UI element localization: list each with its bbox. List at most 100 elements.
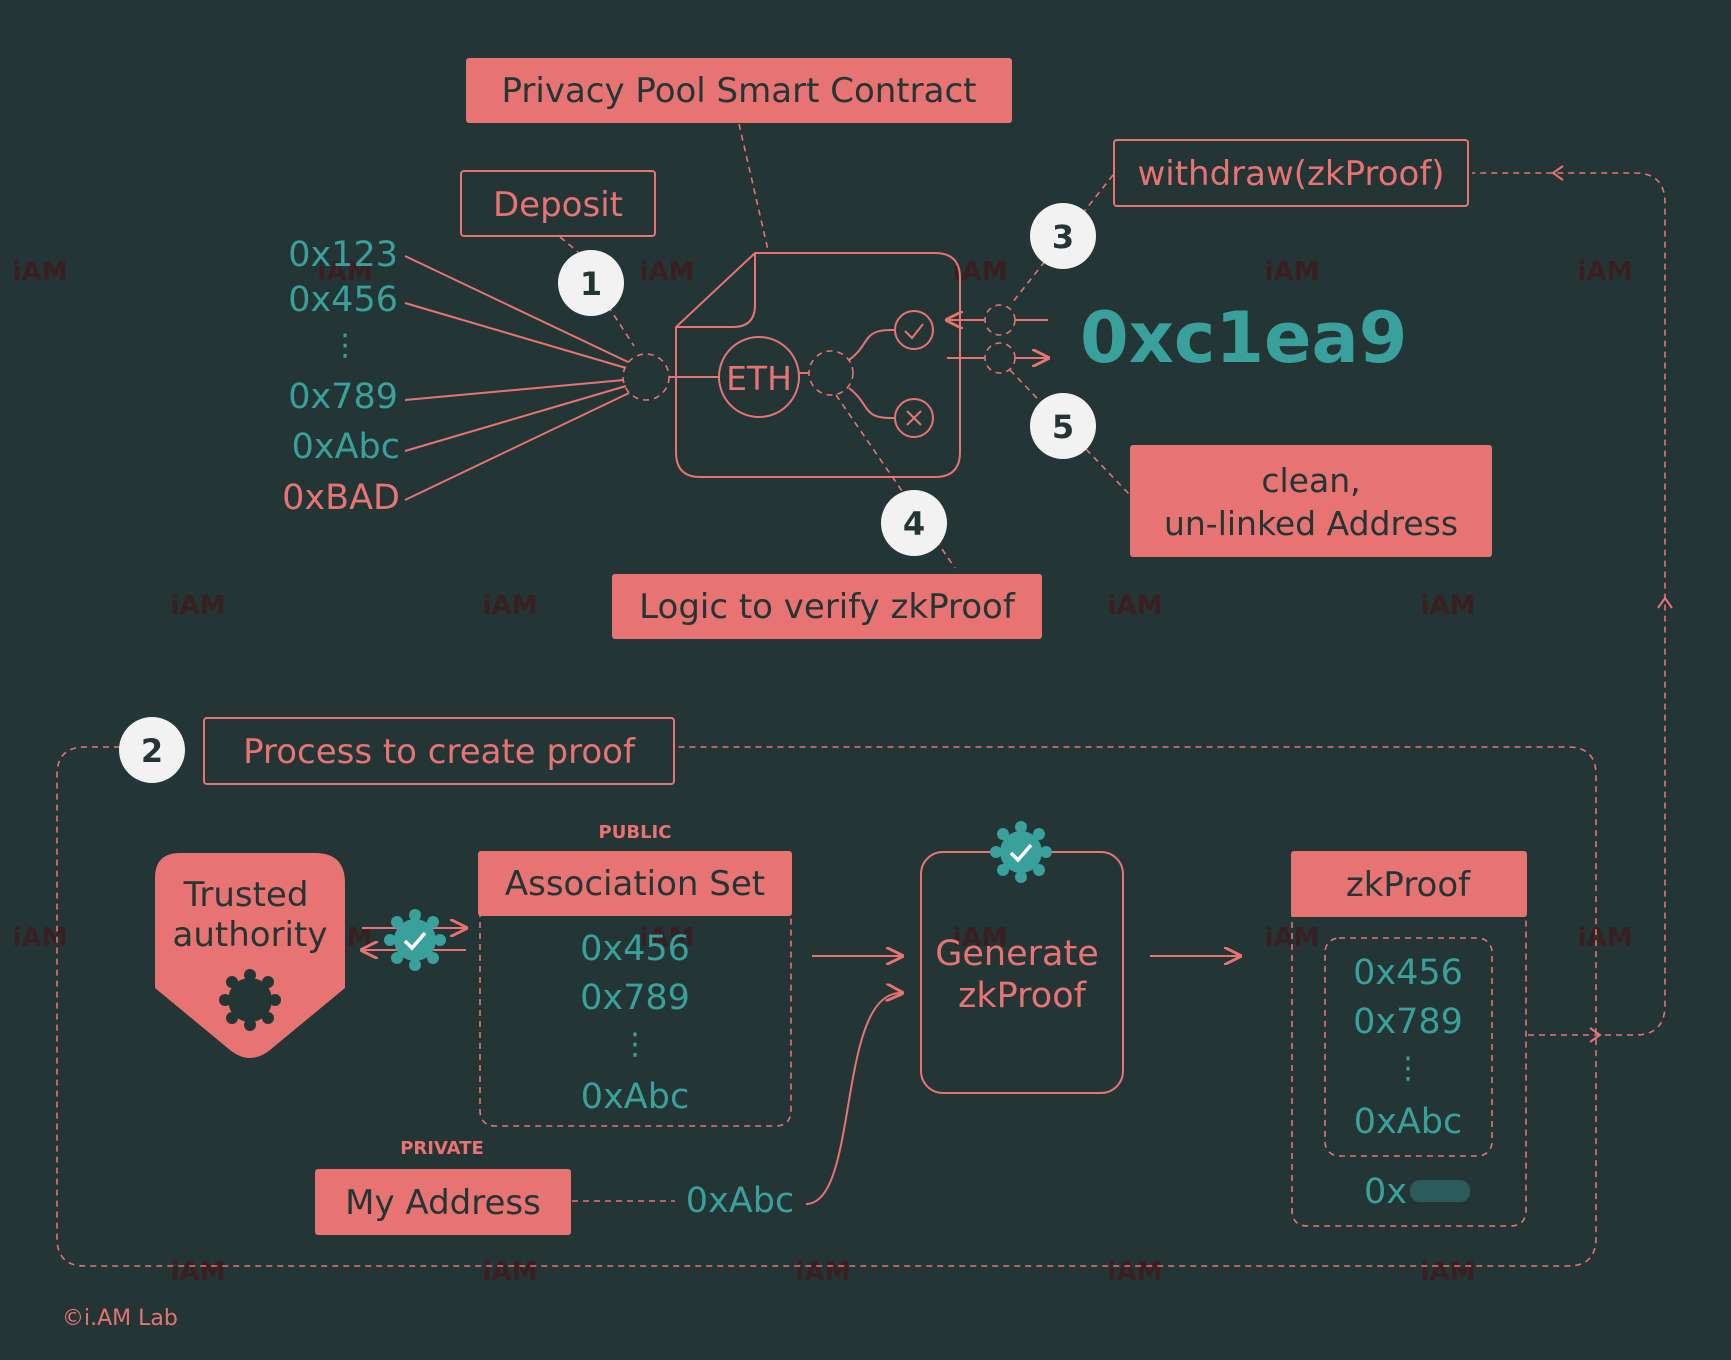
step-number-4: 4 (903, 505, 925, 543)
branch-valid (848, 329, 895, 361)
cross-icon (894, 398, 934, 438)
watermark: iAM (13, 257, 68, 287)
step-circle-3 (1030, 203, 1096, 269)
zkproof-set-frame (1324, 937, 1493, 1157)
authority-label-2: authority (173, 915, 328, 955)
step-circle-4 (881, 490, 947, 556)
deposit-leader (559, 236, 579, 253)
verify-box (612, 574, 1042, 639)
watermark: iAM (1421, 1257, 1476, 1287)
zkproof-title: zkProof (1346, 865, 1471, 905)
copyright: ©i.AM Lab (62, 1306, 178, 1331)
watermark: iAM (1578, 923, 1633, 953)
association-ellipsis: ⋮ (620, 1027, 650, 1062)
clean-label-1: clean, (1261, 461, 1360, 500)
private-tag: PRIVATE (400, 1138, 484, 1159)
deposit-lines (404, 255, 630, 501)
deposit-address: 0x123 (288, 235, 398, 275)
proof-to-withdraw-path (1472, 172, 1666, 1036)
deposit-junction (622, 353, 670, 401)
withdraw-label: withdraw(zkProof) (1137, 154, 1444, 194)
association-item: 0x456 (580, 929, 690, 969)
deposit-address: 0x456 (288, 280, 398, 320)
watermark: iAM (171, 1257, 226, 1287)
process-title-box (203, 717, 675, 785)
association-title-box (478, 851, 792, 916)
contract-title-leader (738, 123, 769, 251)
blurred-address (1410, 1180, 1470, 1202)
step-number-5: 5 (1052, 408, 1074, 446)
check-icon (894, 310, 934, 350)
watermark: iAM (171, 591, 226, 621)
verify-leader (835, 394, 956, 569)
step-circle-1 (558, 250, 624, 316)
verify-junction (808, 350, 854, 396)
clean-leader (1009, 369, 1131, 496)
zkproof-item: 0x456 (1353, 953, 1463, 993)
process-title: Process to create proof (243, 732, 636, 772)
trusted-authority-badge (155, 853, 345, 1058)
watermark: iAM (640, 923, 695, 953)
authority-seal-icon (219, 969, 281, 1031)
association-title: Association Set (505, 864, 765, 904)
my-address-value: 0xAbc (686, 1181, 794, 1221)
association-item: 0x789 (580, 978, 690, 1018)
generate-badge-icon (990, 821, 1052, 883)
watermark: iAM (483, 1257, 538, 1287)
generate-label-1: Generate (935, 934, 1098, 974)
step-circle-5 (1030, 393, 1096, 459)
zkproof-title-box (1291, 851, 1527, 917)
watermark: iAM (318, 257, 373, 287)
watermark: iAM (1578, 257, 1633, 287)
authority-label-1: Trusted (183, 875, 309, 915)
contract-document (675, 252, 961, 478)
watermarks: iAM iAM iAM iAM iAM iAM iAM iAM iAM iAM … (13, 257, 1633, 1287)
watermark: iAM (483, 591, 538, 621)
step1-leader (607, 305, 635, 347)
zkproof-item: 0x789 (1353, 1002, 1463, 1042)
zkproof-hidden-prefix: 0x (1364, 1172, 1407, 1212)
deposit-address-bad: 0xBAD (282, 478, 400, 518)
verify-label: Logic to verify zkProof (639, 587, 1016, 627)
contract-title: Privacy Pool Smart Contract (502, 71, 977, 111)
watermark: iAM (1108, 591, 1163, 621)
watermark: iAM (13, 923, 68, 953)
watermark: iAM (1421, 591, 1476, 621)
clean-address: 0xc1ea9 (1080, 297, 1407, 379)
public-tag: PUBLIC (599, 822, 672, 843)
withdraw-box (1113, 139, 1469, 207)
step-number-1: 1 (580, 265, 602, 303)
withdraw-out-node (984, 342, 1016, 374)
contract-title-box (466, 58, 1012, 123)
deposit-ellipsis: ⋮ (330, 328, 360, 363)
watermark: iAM (953, 257, 1008, 287)
watermark: iAM (1265, 257, 1320, 287)
eth-label: ETH (726, 359, 792, 398)
contract-document-fold (676, 253, 756, 328)
deposit-box (460, 170, 656, 237)
association-frame (479, 900, 792, 1127)
branch-invalid (848, 387, 895, 419)
clean-label-box (1130, 445, 1492, 557)
step-number-3: 3 (1052, 218, 1074, 256)
verified-badge-icon (384, 909, 446, 971)
deposit-addresses: 0x123 0x456 ⋮ 0x789 0xAbc 0xBAD (282, 235, 400, 518)
clean-label-2: un-linked Address (1164, 504, 1458, 543)
zkproof-item: 0xAbc (1354, 1102, 1462, 1142)
step-markers: 1 2 3 4 5 (119, 203, 1096, 783)
deposit-address: 0x789 (288, 377, 398, 417)
my-address-label: My Address (345, 1183, 541, 1223)
association-item: 0xAbc (581, 1077, 689, 1117)
watermark: iAM (796, 1257, 851, 1287)
zkproof-ellipsis: ⋮ (1393, 1051, 1423, 1086)
generate-label-2: zkProof (958, 976, 1087, 1016)
watermark: iAM (1108, 1257, 1163, 1287)
my-address-box (315, 1169, 571, 1235)
step-number-2: 2 (141, 732, 163, 770)
withdraw-in-node (984, 304, 1016, 336)
step-circle-2 (119, 717, 185, 783)
deposit-label: Deposit (493, 185, 623, 225)
deposit-address: 0xAbc (292, 427, 400, 467)
watermark: iAM (640, 257, 695, 287)
